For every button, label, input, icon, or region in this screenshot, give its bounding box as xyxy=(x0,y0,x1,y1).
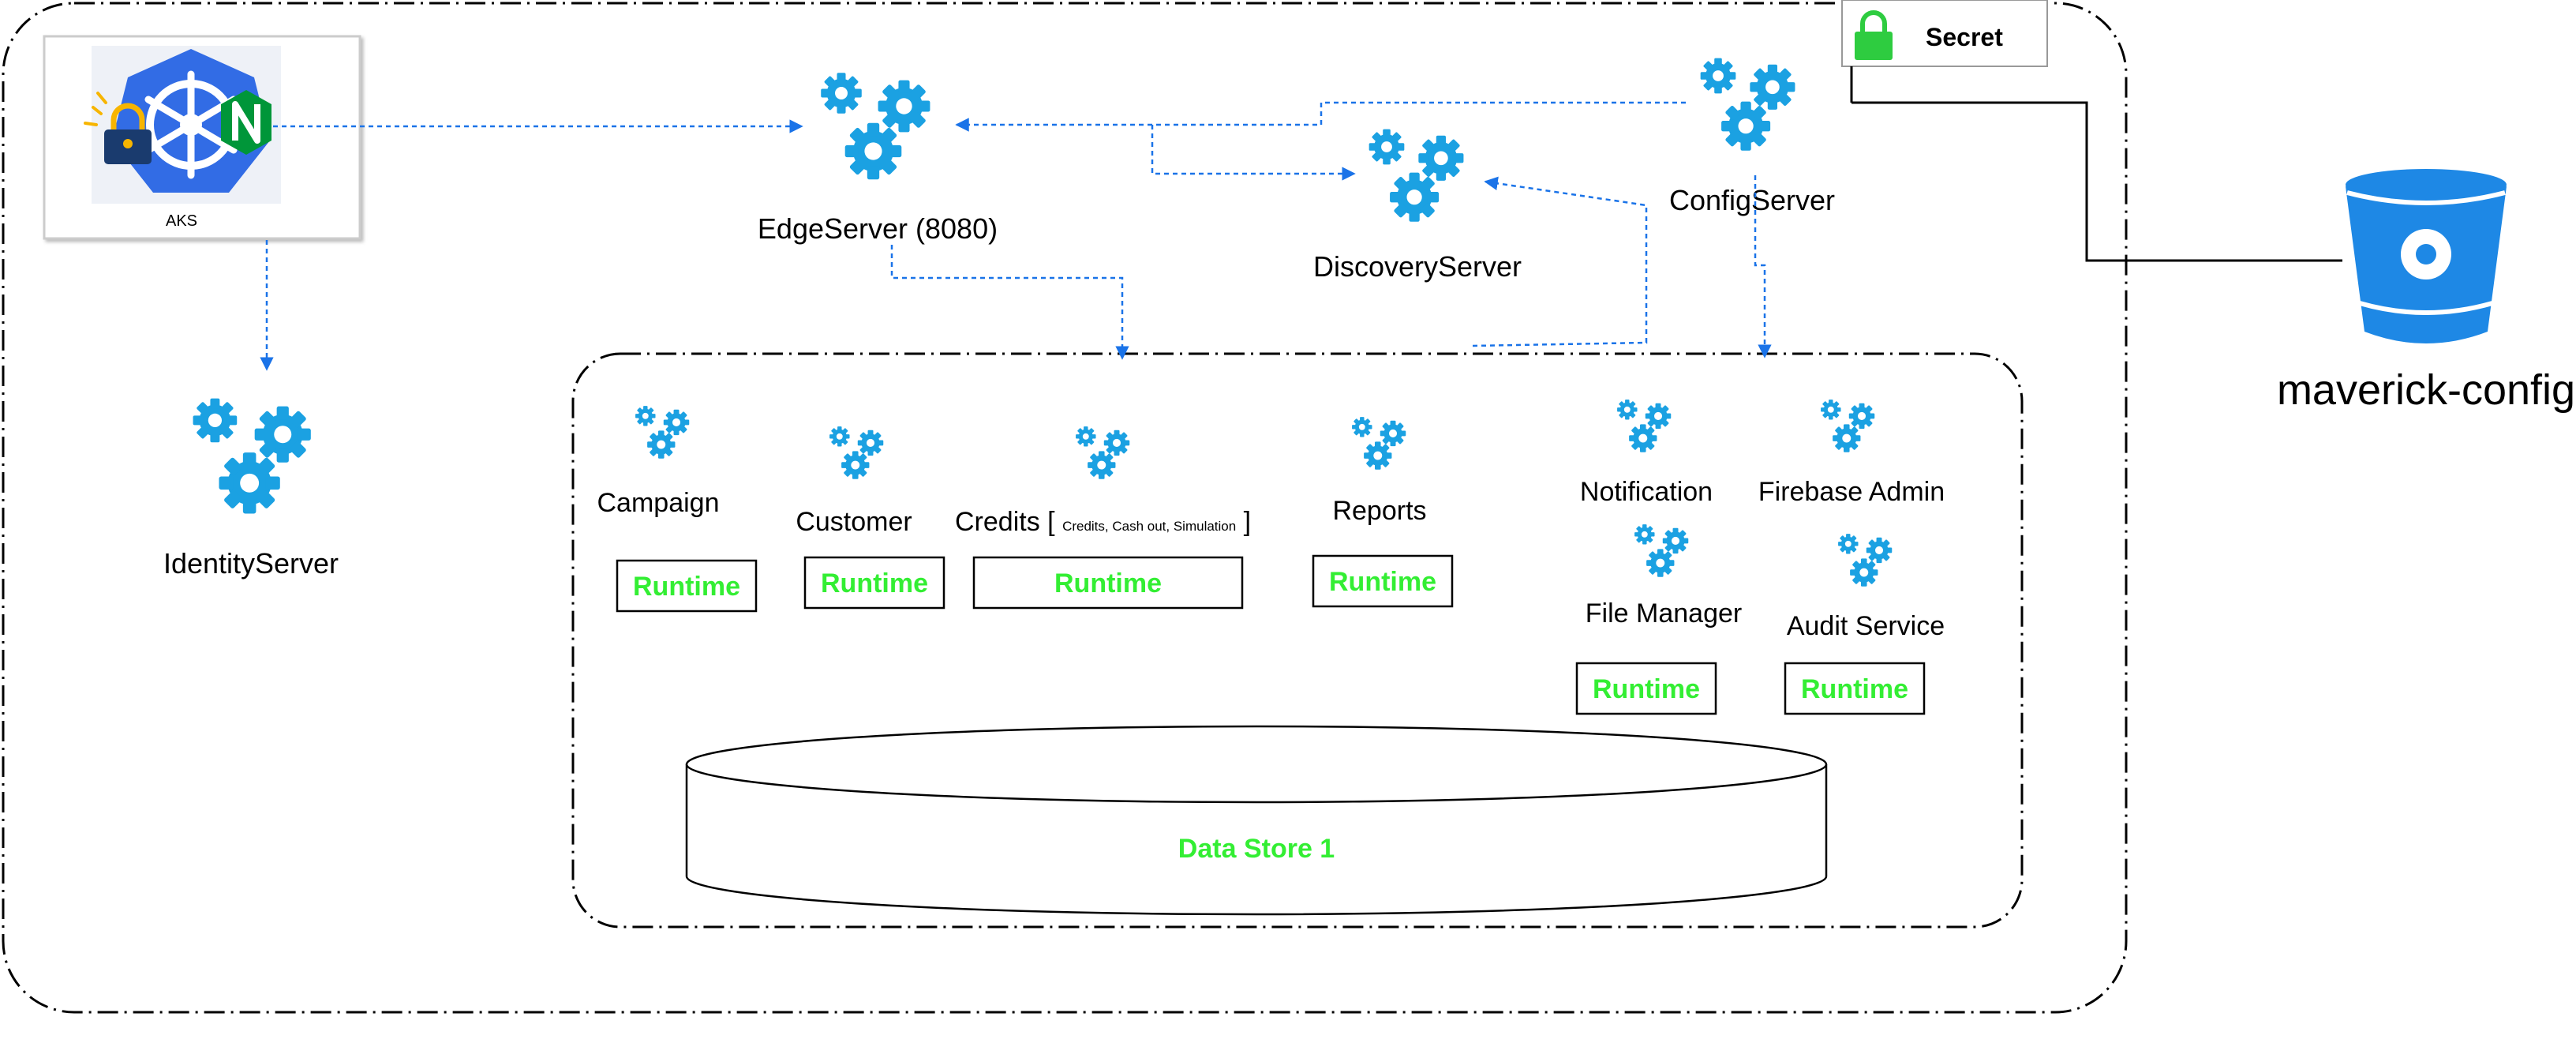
edge-to-discovery-arrow xyxy=(1151,125,1356,181)
campaign-label: Campaign xyxy=(597,488,720,518)
discovery-server-node[interactable]: DiscoveryServer xyxy=(1313,129,1522,283)
bucket-icon xyxy=(2346,169,2507,343)
maverick-config-node[interactable]: maverick-config xyxy=(2277,169,2575,414)
services-boundary xyxy=(571,352,2024,929)
lock-icon xyxy=(1855,10,1893,60)
edge-server-label: EdgeServer (8080) xyxy=(758,212,998,245)
gears-icon xyxy=(829,426,883,479)
config-server-label: ConfigServer xyxy=(1669,184,1835,216)
credits-bracket-open: [ xyxy=(1047,507,1055,537)
nginx-icon xyxy=(221,90,271,155)
gears-icon xyxy=(1821,400,1874,452)
campaign-service[interactable]: Campaign Runtime xyxy=(597,406,758,613)
reports-runtime: Runtime xyxy=(1329,567,1436,597)
services-to-discovery-arrow xyxy=(1472,176,1648,347)
audit-service-label: Audit Service xyxy=(1787,611,1945,641)
firebase-admin-service[interactable]: Firebase Admin xyxy=(1758,400,1945,507)
firebase-admin-label: Firebase Admin xyxy=(1758,477,1945,507)
reports-service[interactable]: Reports Runtime xyxy=(1312,417,1454,608)
customer-runtime: Runtime xyxy=(821,568,928,598)
audit-service[interactable]: Audit Service Runtime xyxy=(1784,534,1945,715)
gears-icon xyxy=(193,399,311,514)
data-store-label: Data Store 1 xyxy=(1178,834,1335,864)
discovery-server-label: DiscoveryServer xyxy=(1313,250,1522,283)
lock-icon xyxy=(84,92,152,164)
customer-label: Customer xyxy=(796,507,912,537)
cluster-boundary xyxy=(2,2,2128,1014)
gears-icon xyxy=(1076,426,1129,479)
gears-icon xyxy=(635,406,689,459)
notification-label: Notification xyxy=(1580,477,1713,507)
config-to-edge-arrow xyxy=(955,101,1686,132)
identity-server-node[interactable]: IdentityServer xyxy=(163,399,339,580)
aks-label: AKS xyxy=(166,212,197,230)
edge-server-node[interactable]: EdgeServer (8080) xyxy=(758,73,998,245)
edge-to-services-arrow xyxy=(890,245,1129,360)
customer-service[interactable]: Customer Runtime xyxy=(796,426,945,610)
identity-server-label: IdentityServer xyxy=(163,547,339,580)
credits-runtime: Runtime xyxy=(1054,568,1162,598)
file-manager-service[interactable]: File Manager Runtime xyxy=(1575,524,1742,715)
maverick-config-label: maverick-config xyxy=(2277,366,2575,414)
svg-text:Credits [ Credits: Credits [ Credits, Cash out, Simulation … xyxy=(955,507,1251,537)
gears-icon xyxy=(1701,58,1795,151)
credits-service[interactable]: Credits [ Credits, Cash out, Simulation … xyxy=(955,426,1251,610)
secret-node[interactable]: Secret xyxy=(1841,0,2048,67)
audit-service-runtime: Runtime xyxy=(1801,674,1908,704)
campaign-runtime: Runtime xyxy=(633,572,740,602)
credits-detail: Credits, Cash out, Simulation xyxy=(1062,519,1236,534)
config-server-node[interactable]: ConfigServer xyxy=(1669,58,1835,216)
aks-node[interactable]: AKS xyxy=(43,35,361,240)
gears-icon xyxy=(1352,417,1406,470)
data-store[interactable]: Data Store 1 xyxy=(685,725,1828,916)
file-manager-runtime: Runtime xyxy=(1593,674,1700,704)
secret-label: Secret xyxy=(1926,23,2003,51)
config-to-services-arrow xyxy=(1754,175,1772,358)
notification-service[interactable]: Notification xyxy=(1580,400,1713,507)
reports-label: Reports xyxy=(1332,496,1426,526)
gears-icon xyxy=(1617,400,1671,452)
gears-icon xyxy=(1838,534,1892,587)
gears-icon xyxy=(1634,524,1688,577)
file-manager-label: File Manager xyxy=(1586,598,1742,628)
gears-icon xyxy=(1369,129,1464,222)
credits-label: Credits xyxy=(955,507,1040,537)
gears-icon xyxy=(821,73,930,179)
credits-bracket-close: ] xyxy=(1244,507,1251,537)
config-bucket-connector xyxy=(1852,101,2342,262)
